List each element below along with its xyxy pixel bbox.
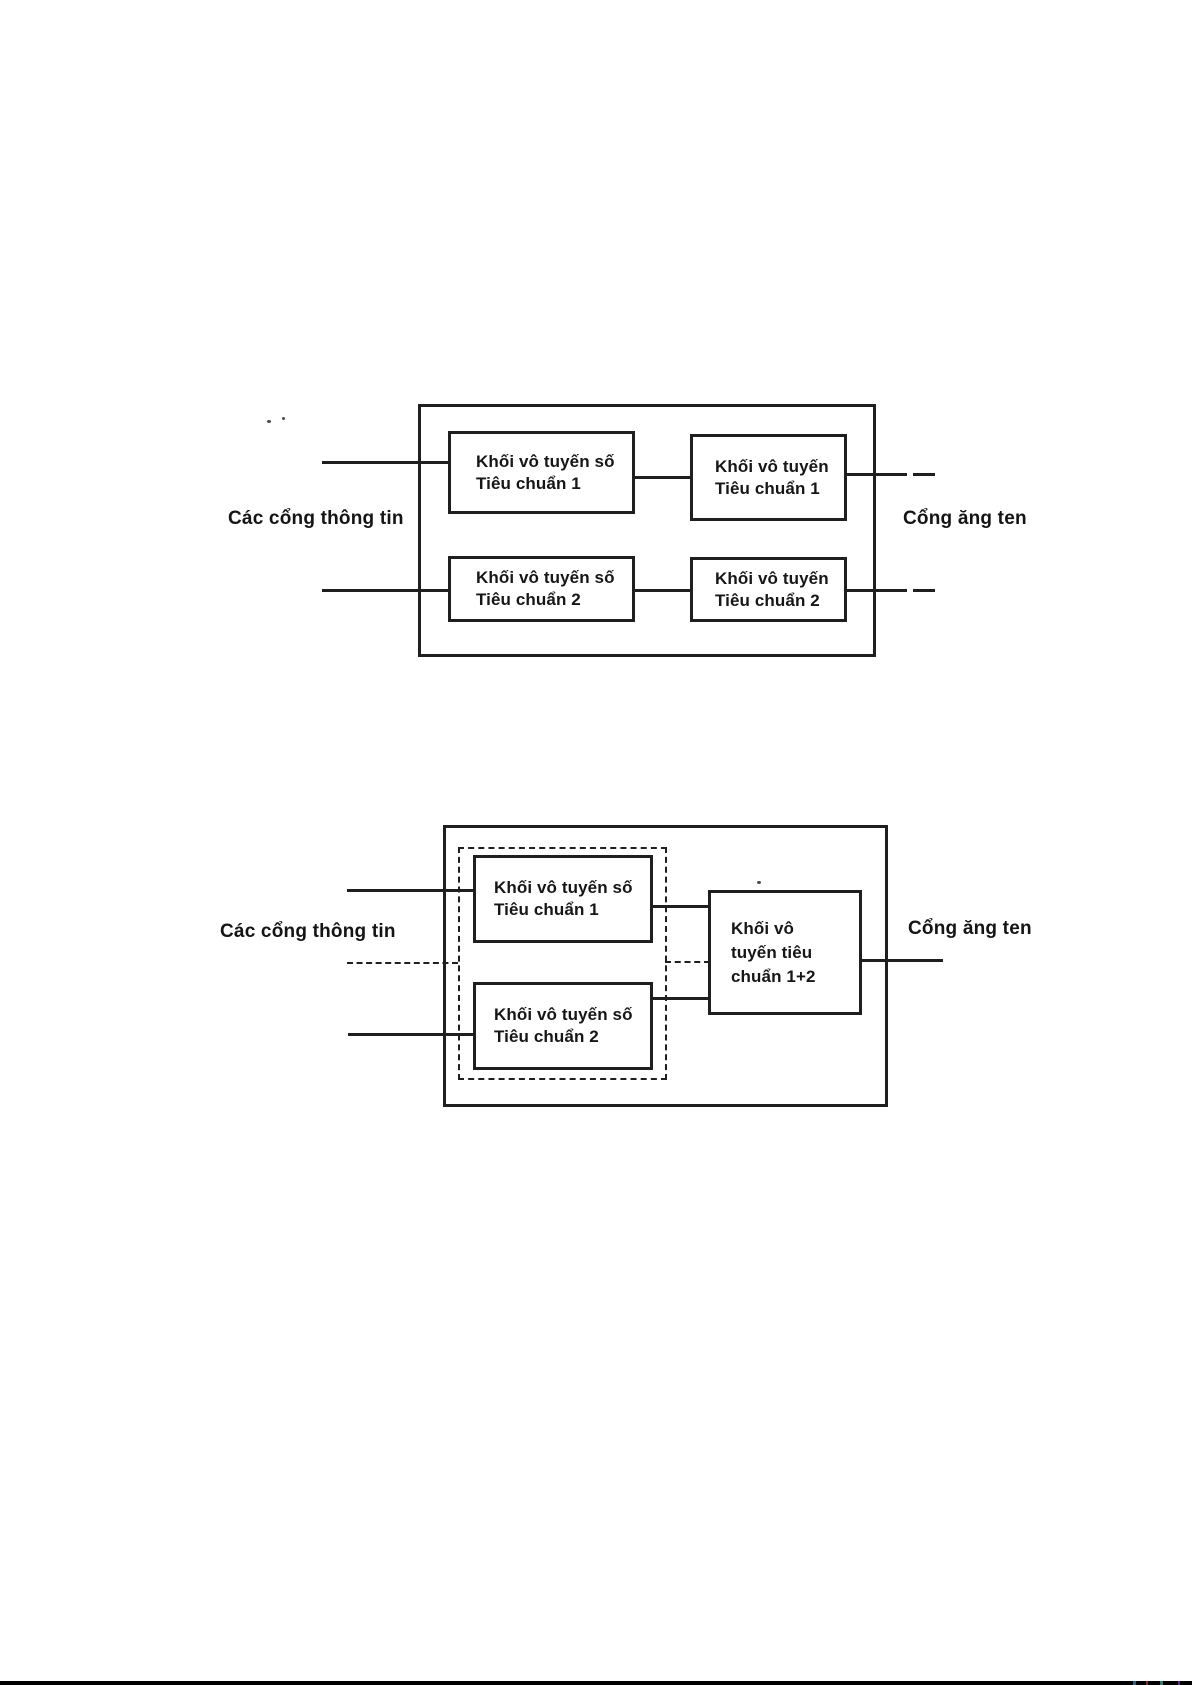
connector-middle-dashed [665, 961, 710, 963]
block-label-line: Tiêu chuẩn 2 [494, 1027, 599, 1046]
dashed-group-frame [458, 847, 667, 1080]
output-line-2-dash [913, 589, 935, 592]
block-digital-std1: Khối vô tuyến số Tiêu chuẩn 1 [448, 431, 635, 514]
block-label-line: Khối vô tuyến số [476, 568, 615, 587]
block-label-line: Khối vô tuyến [715, 568, 829, 588]
scan-noise [1133, 1681, 1136, 1685]
block-label-line: Khối vô tuyến số [494, 878, 633, 897]
block-digital-std2: Khối vô tuyến số Tiêu chuẩn 2 [448, 556, 635, 622]
input-line-1 [347, 889, 476, 892]
scan-noise [1178, 1681, 1180, 1685]
input-line-2 [348, 1033, 476, 1036]
block-label-line: Tiêu chuẩn 1 [715, 478, 820, 498]
block-digital-std1: Khối vô tuyến số Tiêu chuẩn 1 [473, 855, 653, 943]
output-line-2 [845, 589, 907, 592]
connector-digital1-rf1 [633, 476, 692, 479]
connector-digital2-combined [651, 997, 710, 1000]
scan-artifact-dot [757, 881, 761, 884]
block-label-line: chuẩn 1+2 [731, 966, 816, 986]
block-label-line: Khối vô [731, 918, 795, 938]
output-line [860, 959, 943, 962]
scan-artifact-dot [267, 420, 271, 423]
block-label-line: tuyến tiêu [731, 942, 813, 962]
input-line-1 [322, 461, 451, 464]
block-rf-combined: Khối vô tuyến tiêu chuẩn 1+2 [708, 890, 862, 1015]
outer-frame-1 [418, 404, 876, 657]
block-label-line: Khối vô tuyến số [494, 1005, 633, 1024]
block-label-line: Khối vô tuyến số [476, 451, 615, 471]
antenna-port-label: Cổng ăng ten [908, 918, 1032, 939]
block-rf-std1: Khối vô tuyến Tiêu chuẩn 1 [690, 434, 847, 521]
output-line-1 [845, 473, 907, 476]
block-rf-std2: Khối vô tuyến Tiêu chuẩn 2 [690, 557, 847, 622]
ports-label: Các cổng thông tin [220, 921, 396, 942]
block-label-line: Khối vô tuyến [715, 456, 829, 476]
block-digital-std2: Khối vô tuyến số Tiêu chuẩn 2 [473, 982, 653, 1070]
connector-digital1-combined [651, 905, 710, 908]
antenna-port-label: Cổng ăng ten [903, 508, 1027, 529]
outer-frame-2 [443, 825, 888, 1107]
output-line-1-dash [913, 473, 935, 476]
connector-digital2-rf2 [633, 589, 692, 592]
ports-label: Các cổng thông tin [228, 508, 404, 529]
input-line-middle-dashed [347, 962, 458, 964]
scan-noise [1160, 1681, 1163, 1685]
block-label-line: Tiêu chuẩn 2 [715, 590, 820, 610]
block-label-line: Tiêu chuẩn 1 [494, 900, 599, 919]
input-line-2 [322, 589, 451, 592]
scan-noise [1146, 1681, 1148, 1685]
block-label-line: Tiêu chuẩn 2 [476, 590, 581, 609]
block-label-line: Tiêu chuẩn 1 [476, 473, 581, 493]
scan-edge-bar [0, 1681, 1192, 1685]
scan-artifact-dot [282, 417, 285, 420]
